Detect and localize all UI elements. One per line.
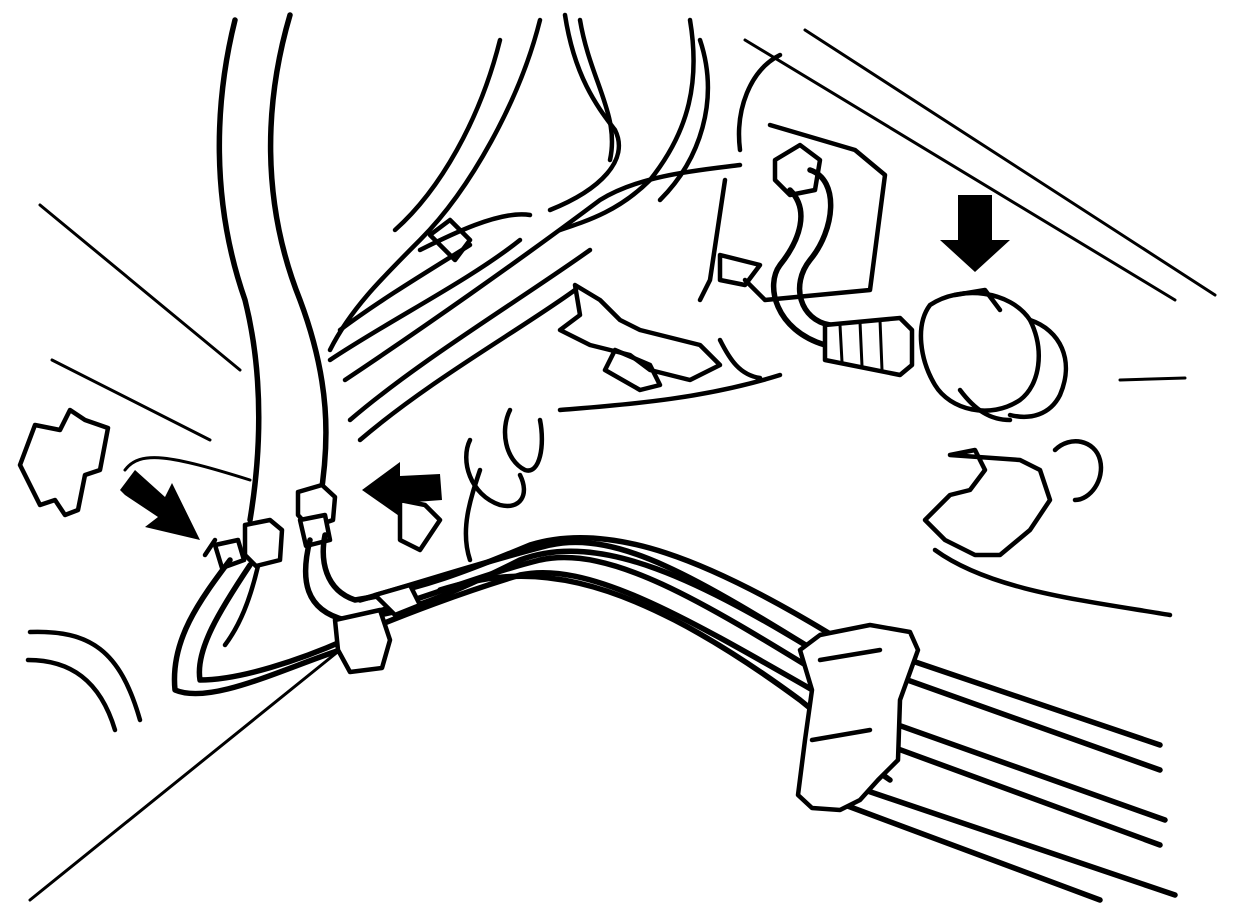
arrow-left — [120, 470, 200, 540]
right-upper-bracket — [697, 52, 888, 348]
center-pipe-fitting — [295, 407, 545, 563]
left-bracket — [17, 407, 111, 518]
arrow-center — [362, 462, 442, 518]
right-union-fitting — [822, 287, 1069, 423]
line-clips — [332, 582, 921, 813]
middle-clip-bracket — [557, 282, 783, 413]
body-panel-lines — [25, 28, 1217, 902]
left-pipe-fitting — [202, 517, 285, 648]
upper-hoses — [216, 12, 743, 523]
arrow-right — [940, 195, 1010, 272]
callout-arrows — [120, 195, 1010, 540]
right-lower-bracket — [922, 439, 1173, 618]
